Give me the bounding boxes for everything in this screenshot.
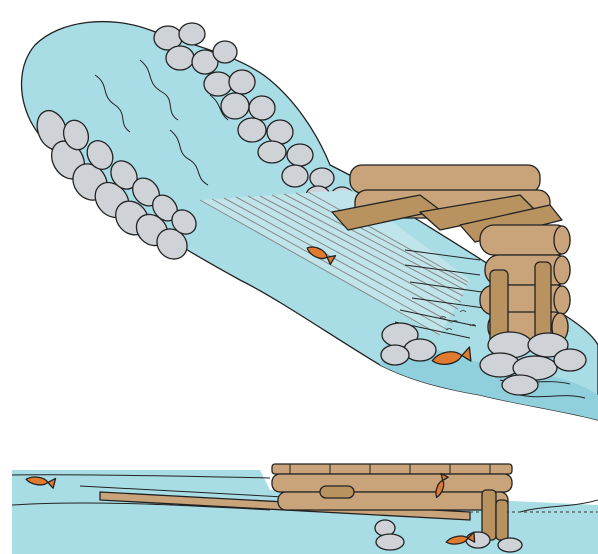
stone-bank-right	[153, 22, 354, 207]
section-log-crib	[271, 463, 513, 541]
perspective-view	[20, 21, 598, 421]
cross-section-view	[11, 463, 598, 554]
fish-icon	[435, 472, 449, 499]
stone-pile-crib	[380, 322, 587, 396]
fish-icon	[25, 476, 57, 489]
water-bubbles	[439, 310, 477, 331]
section-stones	[374, 519, 523, 553]
section-water	[12, 470, 598, 554]
fish-icon	[431, 346, 472, 365]
fish-icon	[445, 531, 476, 545]
fish-icon	[306, 246, 337, 265]
stone-bank-left	[36, 109, 197, 260]
